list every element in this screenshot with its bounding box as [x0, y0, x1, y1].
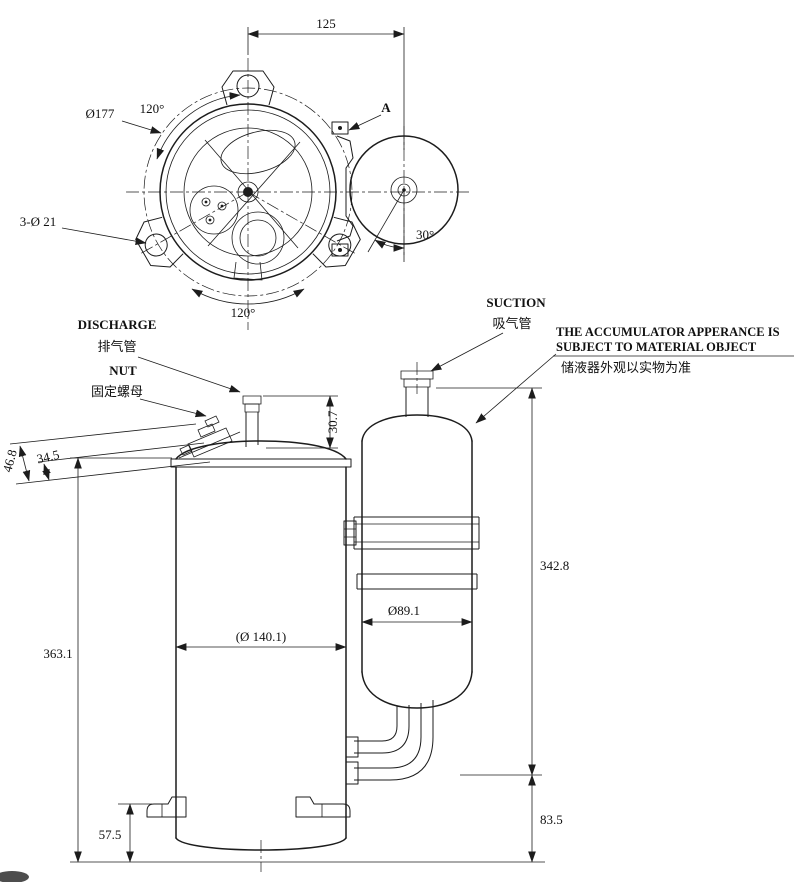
internal-chord-2: [207, 141, 301, 247]
angle-ref-line-30: [367, 189, 405, 253]
dim-cover-ext-1: [9, 423, 197, 445]
discharge-tube: [242, 395, 262, 447]
dimensions: 363.1 57.5 30.7 342.8 83.5 (Ø 140.1) Ø89…: [0, 387, 569, 863]
nut-label-cn: 固定螺母: [91, 384, 143, 399]
dim-363-label: 363.1: [43, 646, 72, 661]
terminal-pin-dot-3: [208, 218, 212, 222]
center-line-ear-right: [247, 191, 357, 255]
clamp-bolt-lines: [344, 528, 356, 538]
terminal-stub: [179, 444, 193, 456]
accumulator-top-dome: [361, 414, 473, 442]
bracket-bolt-bottom: [331, 243, 349, 257]
housing-outer-circle: [159, 103, 337, 281]
bracket-bolt-top: [331, 121, 349, 135]
nut-leader: [139, 398, 207, 418]
mounting-feet: [146, 796, 351, 818]
cylinder-inner-circle: [239, 219, 277, 257]
foot-left: [146, 796, 187, 818]
holes-label: 3-Ø 21: [20, 214, 56, 229]
discharge-flange: [242, 395, 262, 405]
clamp-band-outline: [353, 516, 480, 550]
terminal-circle: [189, 185, 239, 235]
angle-30-label: 30°: [416, 227, 434, 242]
terminal-box: [187, 427, 233, 458]
tube-elbow-2b: [354, 700, 434, 781]
dim-89-label: Ø89.1: [388, 603, 420, 618]
holes-leader: [61, 227, 147, 245]
scan-smudge: [0, 871, 29, 882]
bracket-bolt-top-dot: [338, 126, 342, 130]
discharge-leader: [137, 356, 241, 393]
dim-83-label: 83.5: [540, 812, 563, 827]
discharge-label-cn: 排气管: [97, 339, 136, 354]
dim-342-label: 342.8: [540, 558, 569, 573]
tube-stub-upper: [346, 736, 359, 758]
suction-leader: [430, 332, 504, 372]
angle-120-upper-label: 120°: [140, 101, 165, 116]
suction-flange: [400, 370, 434, 380]
tube-elbow-2a: [354, 703, 422, 769]
kidney-port: [220, 129, 296, 175]
bracket-bolt-bottom-dot: [338, 248, 342, 252]
terminal-pin-3: [205, 215, 215, 225]
accumulator-note-cn: 储液器外观以实物为准: [561, 360, 691, 375]
suction-collar: [403, 378, 431, 388]
dim-34-label: 34.5: [35, 447, 61, 467]
discharge-label-en: DISCHARGE: [78, 317, 157, 332]
dim-34-line: [42, 463, 51, 481]
dim-57-label: 57.5: [99, 827, 122, 842]
housing-inner-rim: [165, 109, 331, 275]
dim-30-label: 30.7: [325, 410, 340, 433]
tube-stub-lower: [346, 761, 359, 785]
tube-elbow-1b: [354, 705, 410, 754]
nut-label-en: NUT: [109, 363, 137, 378]
dim-46-line: [18, 445, 31, 482]
suction-label-cn: 吸气管: [492, 316, 531, 331]
clamp-band-inner-lines: [354, 523, 479, 543]
accumulator-note-line2: SUBJECT TO MATERIAL OBJECT: [556, 340, 757, 354]
angle-120-lower-arc: [191, 288, 305, 305]
shaft-hub-circle: [237, 181, 259, 203]
top-view: 30° 125 Ø177 120° 120° 3-Ø 21 A: [20, 16, 472, 330]
bracket-profile: [336, 135, 354, 242]
dim-46-label: 46.8: [0, 448, 20, 474]
suction-label-en: SUCTION: [486, 295, 546, 310]
terminal-pin-dot-1: [204, 200, 208, 204]
compressor-top-dome: [175, 440, 347, 460]
tube-elbow-1a: [354, 706, 398, 742]
dim-cover-ext-3: [15, 461, 211, 485]
shaft-center: [243, 187, 253, 197]
angle-120-upper-arc: [156, 92, 241, 160]
side-view: 363.1 57.5 30.7 342.8 83.5 (Ø 140.1) Ø89…: [0, 295, 794, 872]
terminal-nut: [204, 415, 220, 428]
callouts: DISCHARGE 排气管 NUT 固定螺母 SUCTION 吸气管 THE A…: [78, 295, 794, 424]
weld-band: [356, 573, 478, 590]
accumulator-bottom-dome: [361, 671, 473, 709]
compressor-lip-ring: [170, 458, 352, 468]
dim-125-label: 125: [316, 16, 336, 31]
terminal-pin-2: [217, 201, 227, 211]
bottom-tab: [233, 261, 263, 281]
dia-177-leader: [121, 120, 162, 134]
detail-a-label: A: [381, 100, 391, 115]
accumulator: [343, 362, 480, 785]
terminal-pin-1: [201, 197, 211, 207]
detail-a-leader: [348, 114, 382, 131]
cylinder-circle: [231, 211, 285, 265]
accumulator-note-line1: THE ACCUMULATOR APPERANCE IS: [556, 325, 780, 339]
foot-right: [295, 796, 351, 818]
dim-cover-ext-2: [37, 442, 205, 463]
angle-30-arc: [374, 239, 405, 252]
terminal-pin-dot-2: [220, 204, 224, 208]
discharge-collar: [244, 403, 260, 413]
accumulator-note-leader: [475, 353, 557, 424]
dia-177-label: Ø177: [86, 106, 115, 121]
dim-140-label: (Ø 140.1): [236, 629, 287, 644]
terminal-block: [197, 423, 216, 438]
angle-120-lower-label: 120°: [231, 305, 256, 320]
pump-bore-circle: [183, 127, 313, 257]
